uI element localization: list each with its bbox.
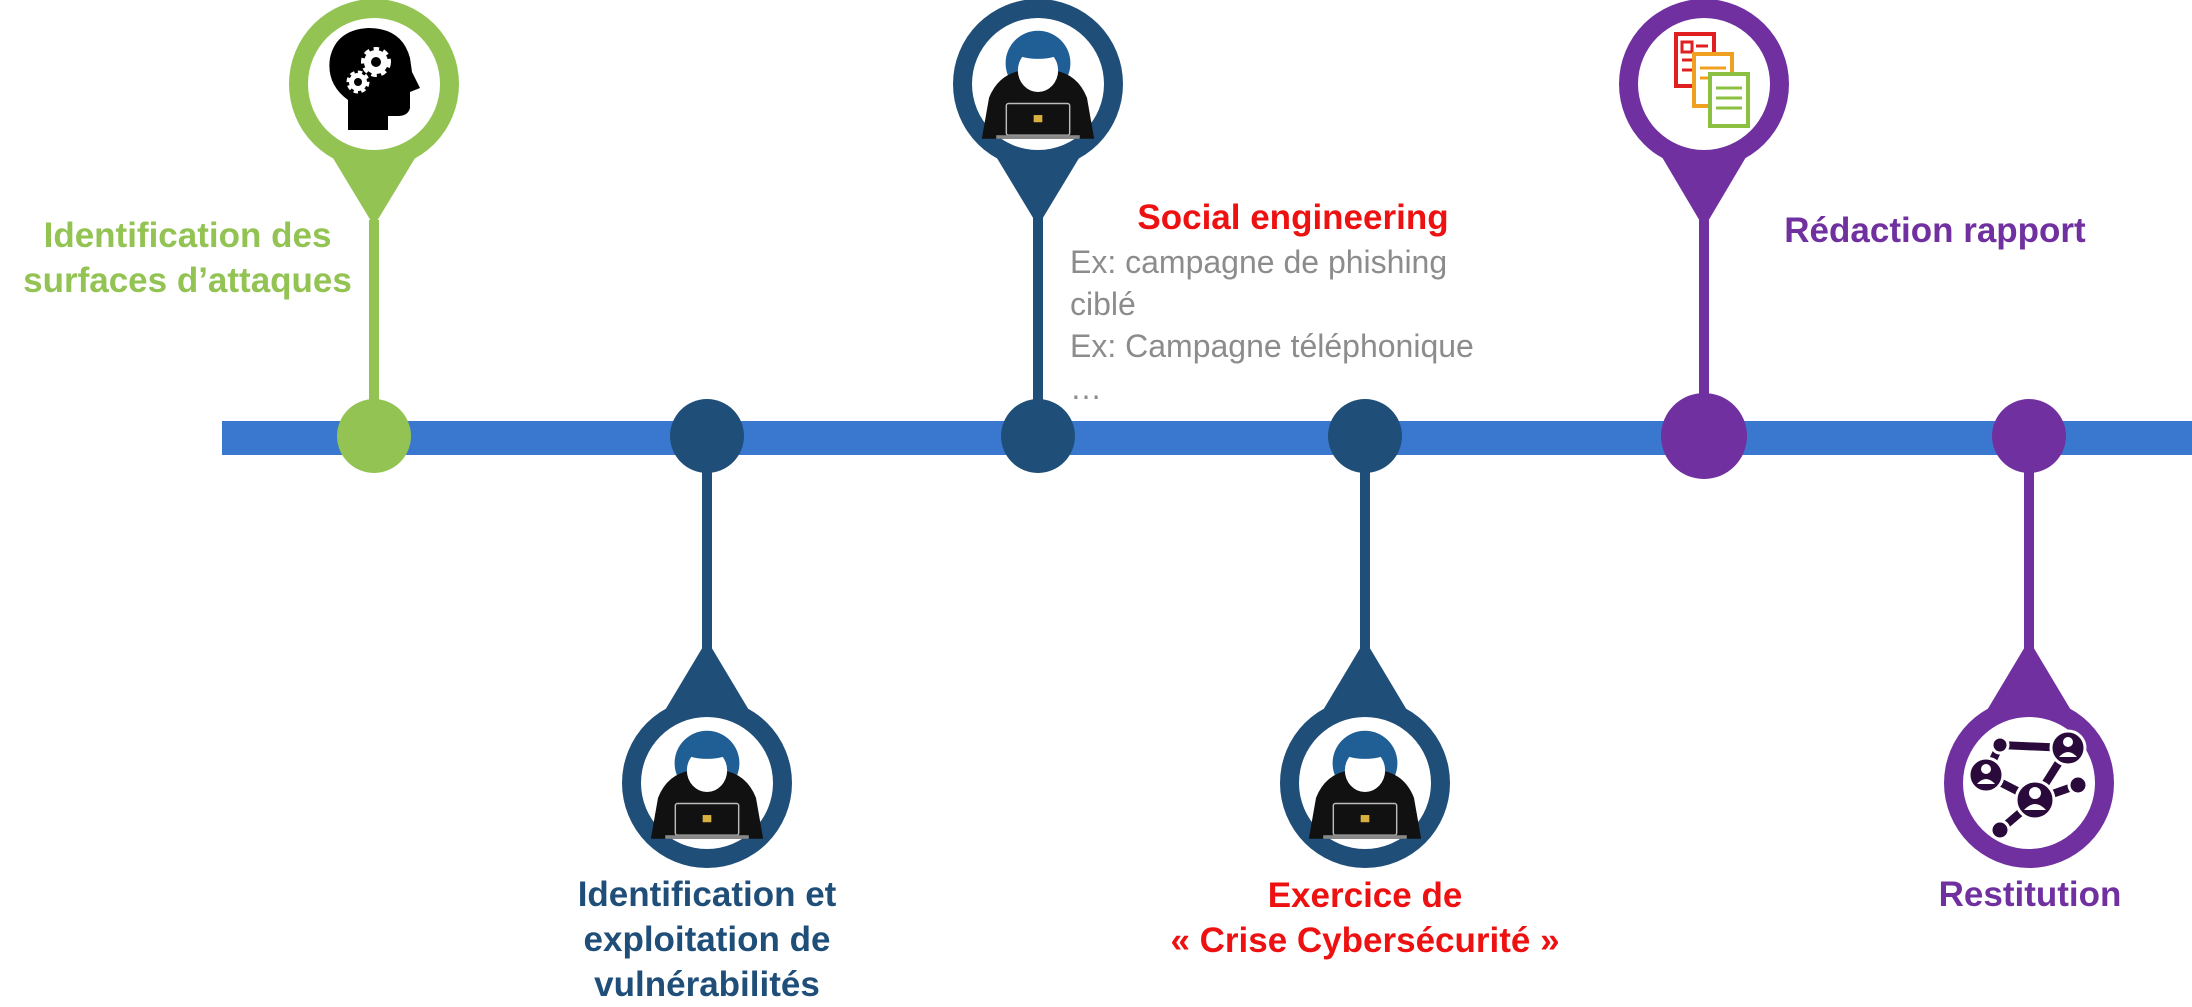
step-exploitation-vulnerabilites <box>622 399 792 868</box>
step-title-exploitation-vulnerabilites: Identification et exploitation de vulnér… <box>577 875 837 1004</box>
timeline-node <box>670 399 744 473</box>
timeline-node <box>1328 399 1402 473</box>
timeline-node <box>1001 399 1075 473</box>
step-restitution <box>1944 399 2114 868</box>
head-gears-icon <box>329 28 420 130</box>
step-details-social-engineering: Ex: campagne de phishing ciblé Ex: Campa… <box>1070 244 1474 406</box>
step-title-exercice-crise: Exercice de « Crise Cybersécurité » <box>1170 876 1560 960</box>
step-title-surfaces-attaques: Identification des surfaces d’attaques <box>23 216 352 300</box>
timeline-node <box>337 399 411 473</box>
step-social-engineering <box>953 0 1123 473</box>
step-redaction-rapport <box>1619 0 1789 479</box>
step-exercice-crise <box>1280 399 1450 868</box>
step-title-restitution: Restitution <box>1938 875 2122 914</box>
timeline-node <box>1661 393 1747 479</box>
step-surfaces-attaques <box>289 0 459 473</box>
step-title-redaction-rapport: Rédaction rapport <box>1784 211 2086 250</box>
network-people-icon <box>1967 729 2089 841</box>
documents-icon <box>1674 32 1750 128</box>
timeline-bar <box>222 421 2192 455</box>
step-title-social-engineering: Social engineering <box>1137 198 1449 237</box>
timeline-node <box>1992 399 2066 473</box>
